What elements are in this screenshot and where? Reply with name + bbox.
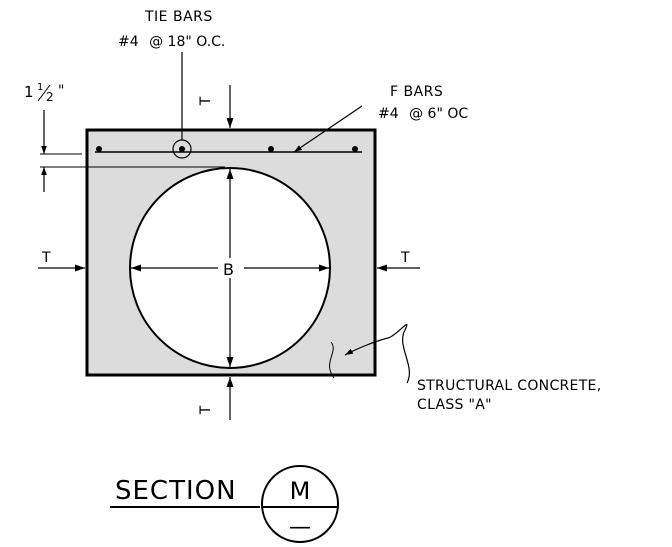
rebar-dot-icon [96, 146, 102, 152]
concrete-leader-squiggle [344, 323, 410, 384]
section-sheet: — [289, 515, 311, 540]
f-bars-spec: #4 @ 6" OC [378, 106, 468, 122]
rebar-dot-icon [179, 146, 185, 152]
cover-unit: " [58, 83, 64, 99]
thickness-label-top: T [198, 96, 214, 106]
thickness-label-left: T [41, 250, 51, 266]
tie-bars-spec: #4 @ 18" O.C. [118, 34, 225, 50]
cover-fraction-bar [37, 84, 51, 102]
section-letter: M [290, 477, 311, 505]
f-bars-title: F BARS [390, 84, 443, 100]
at-sign-icon: @ [149, 34, 163, 50]
cover-whole: 1 [24, 83, 34, 101]
cover-numerator: 1 [37, 82, 43, 93]
diameter-label: B [223, 260, 234, 279]
concrete-label-line1: STRUCTURAL CONCRETE, [417, 378, 601, 394]
concrete-label-line2: CLASS "A" [417, 397, 492, 413]
section-title: SECTION [115, 476, 237, 506]
concrete-hatch-squiggle [329, 341, 335, 379]
cover-denominator: 2 [46, 90, 54, 104]
circular-opening [129, 167, 331, 369]
thickness-label-bottom: T [198, 405, 214, 415]
rebar-dot-icon [268, 146, 274, 152]
f-bars-leader [293, 105, 363, 153]
at-sign-icon: @ [409, 106, 423, 122]
rebar-dot-icon [352, 146, 358, 152]
thickness-label-right: T [400, 250, 410, 266]
section-bubble [261, 465, 339, 543]
tie-bars-title: TIE BARS [144, 9, 213, 25]
